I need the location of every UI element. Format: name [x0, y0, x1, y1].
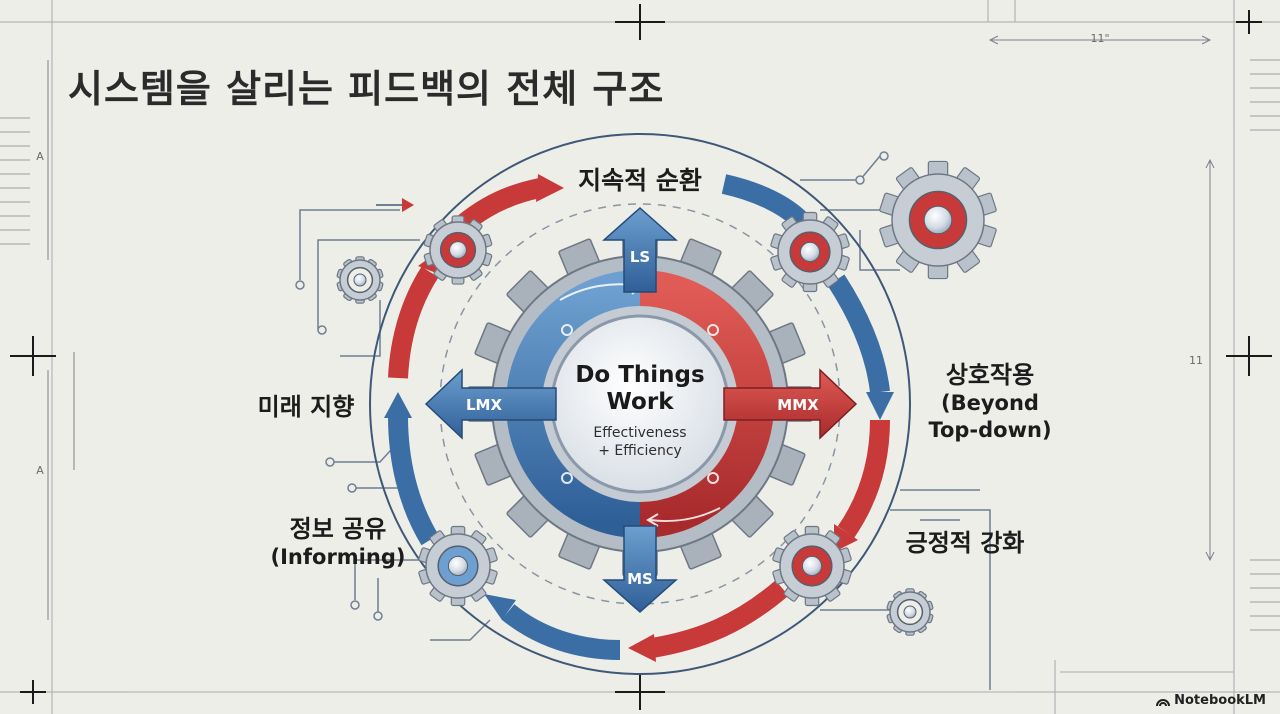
gear-top-left	[423, 215, 493, 285]
dimension-left-lower: A	[36, 464, 44, 477]
gear-bottom-right	[772, 525, 852, 607]
notebooklm-logo-icon	[1156, 698, 1171, 706]
small-gears	[336, 160, 997, 636]
arrow-right-mmx: MMX	[723, 368, 858, 440]
label-future-oriented: 미래 지향	[257, 393, 355, 421]
arrow-label-lmx: LMX	[466, 396, 502, 414]
center-sub-line1: Effectiveness	[593, 425, 687, 441]
small-red-arrowhead	[402, 198, 414, 212]
page-title: 시스템을 살리는 피드백의 전체 구조	[68, 67, 665, 111]
label-positive-reinforcement: 긍정적 강화	[905, 529, 1025, 557]
label-information-sharing-sub: (Informing)	[270, 545, 406, 569]
arrow-label-ms: MS	[627, 570, 653, 588]
arrow-down-ms: MS	[602, 525, 678, 614]
cycle-arc-right-blue	[827, 274, 890, 394]
label-information-sharing: 정보 공유 (Informing)	[256, 514, 420, 571]
crosshair-marks	[10, 4, 1272, 710]
gear-far-bottom-right	[886, 588, 934, 636]
label-interaction: 상호작용 (Beyond Top-down)	[910, 360, 1070, 444]
cycle-arc-bottom-blue	[501, 604, 621, 660]
cycle-arc-left-red	[388, 266, 439, 379]
gear-bottom-left	[418, 525, 498, 607]
arrow-left-lmx: LMX	[424, 368, 557, 440]
arrow-label-ls: LS	[630, 248, 650, 266]
edge-hatching	[0, 59, 1280, 631]
dimension-lines	[47, 35, 1215, 620]
label-interaction-sub1: (Beyond	[941, 391, 1039, 415]
dimension-right: 11	[1189, 354, 1203, 367]
label-information-sharing-title: 정보 공유	[289, 515, 387, 543]
label-continuous-cycle: 지속적 순환	[578, 166, 702, 195]
cycle-arc-bottom-red	[650, 580, 789, 658]
arrow-label-mmx: MMX	[777, 396, 819, 414]
label-interaction-sub2: Top-down)	[928, 418, 1052, 442]
cycle-arc-left-blue	[388, 415, 439, 546]
dimension-left-upper: A	[36, 150, 44, 163]
cycle-arc-right-red	[837, 419, 890, 538]
dimension-top-right: 11"	[1090, 32, 1109, 45]
center-title-line1: Do Things	[575, 362, 705, 388]
gear-far-top-right	[879, 160, 997, 280]
gear-top-right	[770, 211, 850, 293]
outer-cycle	[384, 174, 894, 662]
brand-watermark: NotebookLM	[1156, 693, 1266, 708]
center-sub-line2: + Efficiency	[598, 443, 682, 459]
center-label: Do Things Work Effectiveness + Efficienc…	[562, 362, 718, 460]
circuit-nodes	[295, 151, 889, 621]
center-title-line2: Work	[606, 389, 674, 415]
gear-far-left	[336, 256, 384, 304]
outer-thin-ring	[369, 133, 911, 675]
arrow-up-ls: LS	[602, 206, 678, 293]
label-interaction-title: 상호작용	[945, 361, 1035, 389]
brand-name: NotebookLM	[1174, 693, 1266, 708]
